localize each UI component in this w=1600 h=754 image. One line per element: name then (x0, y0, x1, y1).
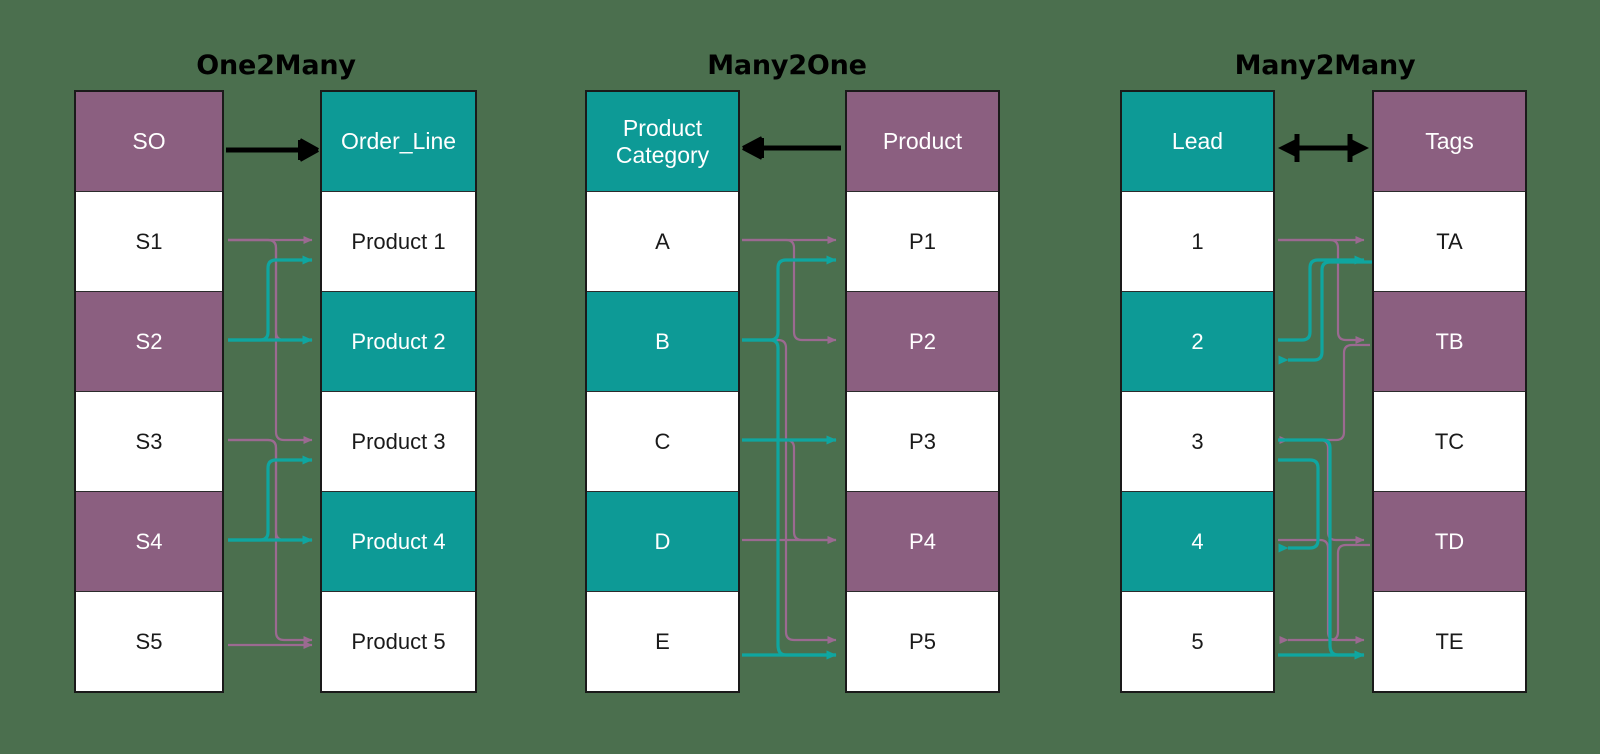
table-row[interactable]: S2 (76, 291, 222, 391)
table-row[interactable]: S3 (76, 391, 222, 491)
table-row[interactable]: D (587, 491, 738, 591)
table-row[interactable]: B (587, 291, 738, 391)
table-header-so: SO (76, 92, 222, 191)
table-header-product: Product (847, 92, 998, 191)
table-header-lead: Lead (1122, 92, 1273, 191)
table-row[interactable]: P1 (847, 191, 998, 291)
panel-title-many2many: Many2Many (1234, 50, 1416, 81)
table-row[interactable]: A (587, 191, 738, 291)
table-row[interactable]: 2 (1122, 291, 1273, 391)
table-product-category: Product Category A B C D E (585, 90, 740, 693)
table-header-product-category: Product Category (587, 92, 738, 191)
table-tags: Tags TA TB TC TD TE (1372, 90, 1527, 693)
table-row[interactable]: 3 (1122, 391, 1273, 491)
table-row[interactable]: TB (1374, 291, 1525, 391)
table-row[interactable]: 1 (1122, 191, 1273, 291)
table-lead: Lead 1 2 3 4 5 (1120, 90, 1275, 693)
table-row[interactable]: Product 5 (322, 591, 475, 691)
table-row[interactable]: TA (1374, 191, 1525, 291)
links-panel3-teal (1278, 255, 1372, 660)
relation-many2one (742, 136, 841, 160)
table-header-order-line: Order_Line (322, 92, 475, 191)
table-row[interactable]: 4 (1122, 491, 1273, 591)
table-row[interactable]: P4 (847, 491, 998, 591)
table-row[interactable]: S4 (76, 491, 222, 591)
links-panel1-teal (228, 255, 313, 545)
table-header-tags: Tags (1374, 92, 1525, 191)
table-row[interactable]: 5 (1122, 591, 1273, 691)
table-row[interactable]: TC (1374, 391, 1525, 491)
links-panel1-purple (228, 236, 313, 649)
table-row[interactable]: E (587, 591, 738, 691)
table-row[interactable]: P2 (847, 291, 998, 391)
table-row[interactable]: Product 3 (322, 391, 475, 491)
table-row[interactable]: S1 (76, 191, 222, 291)
panel-title-one2many: One2Many (196, 50, 356, 81)
table-product: Product P1 P2 P3 P4 P5 (845, 90, 1000, 693)
table-order-line: Order_Line Product 1 Product 2 Product 3… (320, 90, 477, 693)
table-row[interactable]: P5 (847, 591, 998, 691)
table-row[interactable]: TE (1374, 591, 1525, 691)
table-row[interactable]: Product 2 (322, 291, 475, 391)
table-row[interactable]: Product 4 (322, 491, 475, 591)
table-row[interactable]: Product 1 (322, 191, 475, 291)
table-so: SO S1 S2 S3 S4 S5 (74, 90, 224, 693)
links-panel2-teal (742, 255, 837, 660)
panel-title-many2one: Many2One (707, 50, 867, 81)
table-row[interactable]: S5 (76, 591, 222, 691)
table-row[interactable]: TD (1374, 491, 1525, 591)
table-row[interactable]: C (587, 391, 738, 491)
table-row[interactable]: P3 (847, 391, 998, 491)
relation-one2many (226, 138, 319, 162)
relation-many2many (1278, 134, 1369, 162)
